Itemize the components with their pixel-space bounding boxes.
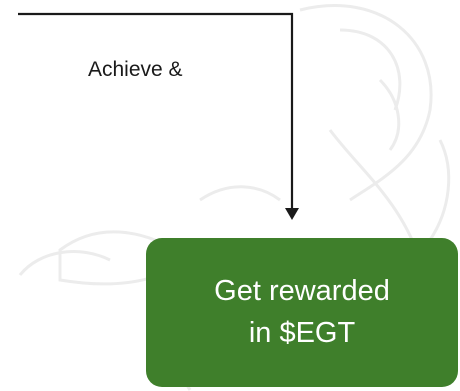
reward-node: Get rewarded in $EGT (146, 238, 458, 387)
edge-label: Achieve & (88, 58, 183, 81)
arrowhead-down-icon (285, 208, 299, 220)
connector-line (18, 12, 294, 210)
reward-node-label: Get rewarded in $EGT (214, 275, 390, 349)
